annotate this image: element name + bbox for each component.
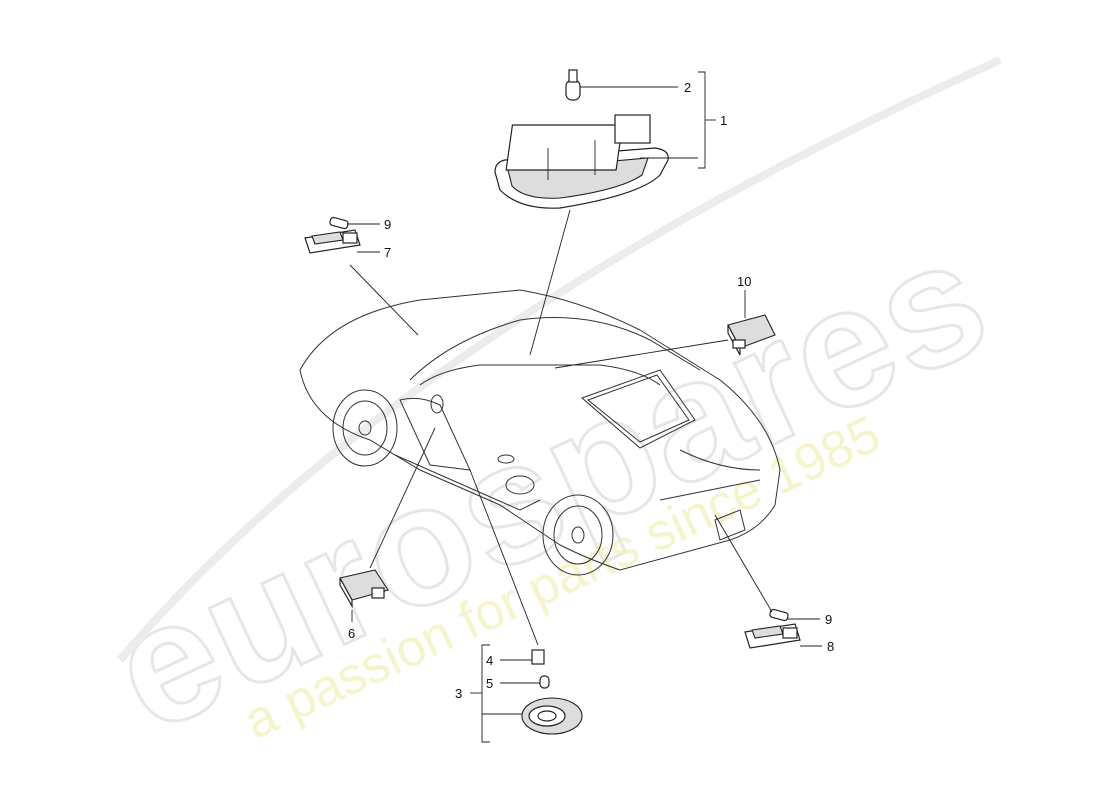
car-outline	[299, 289, 781, 571]
rear-window-inner	[586, 374, 690, 443]
callout-6: 6	[348, 626, 355, 641]
callout-labels: 2 1 9 7 10 6 9 8 4 5 3	[348, 80, 834, 701]
car-roof-edge	[419, 364, 661, 386]
side-intake	[505, 475, 535, 495]
part-bulb-5	[539, 675, 550, 689]
front-wheel	[332, 389, 398, 467]
callout-9-top: 9	[384, 217, 391, 232]
car-roofline	[409, 317, 701, 381]
part-courtesy-light-7	[304, 229, 361, 254]
part-light-unit-6	[339, 569, 389, 609]
part-socket-4	[531, 649, 545, 665]
callout-10: 10	[737, 274, 751, 289]
rear-wheel	[542, 494, 614, 576]
callout-8: 8	[827, 639, 834, 654]
part-control-unit-10	[727, 314, 776, 356]
rear-window	[581, 369, 696, 449]
callout-7: 7	[384, 245, 391, 260]
rear-plate-area	[714, 509, 746, 541]
side-mirror	[430, 394, 444, 414]
side-sill	[394, 454, 541, 511]
watermark-brand: eurospares	[85, 201, 1014, 769]
callout-4: 4	[486, 653, 493, 668]
callout-9-bottom: 9	[825, 612, 832, 627]
rear-deck	[659, 479, 761, 501]
watermark-swoosh	[116, 56, 1002, 663]
trunk-line	[679, 449, 761, 471]
callout-3: 3	[455, 686, 462, 701]
leader-lines	[347, 71, 822, 743]
callout-1: 1	[720, 113, 727, 128]
part-bulb-9-bottom	[769, 608, 789, 622]
callout-2: 2	[684, 80, 691, 95]
part-bulb-9-top	[329, 216, 349, 230]
door-panel	[399, 397, 471, 471]
car-illustration	[299, 289, 781, 576]
callout-5: 5	[486, 676, 493, 691]
door-handle	[497, 454, 515, 464]
part-bulb-2	[565, 69, 581, 101]
part-roof-console-light	[494, 114, 669, 209]
part-plate-light-8	[744, 623, 801, 649]
part-footwell-light-assembly	[521, 649, 583, 735]
